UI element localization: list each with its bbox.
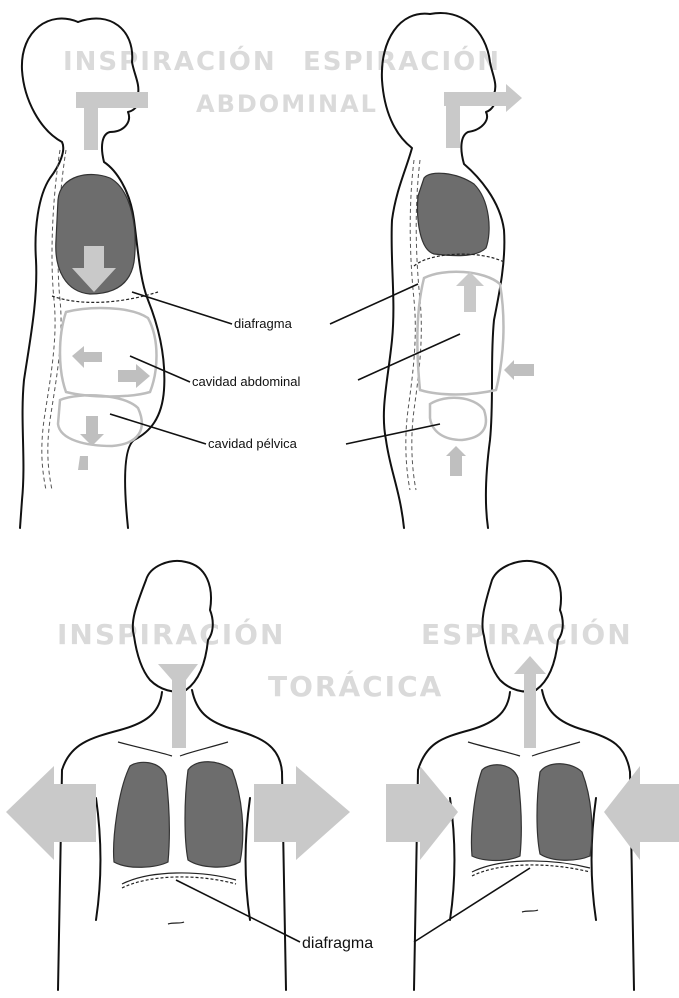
label-pelvic-cavity: cavidad pélvica — [208, 436, 298, 451]
arrow-down-icon — [78, 456, 88, 470]
bottom-leader-lines — [176, 868, 530, 942]
bottom-subtitle-thoracic: TORÁCICA — [268, 669, 443, 703]
arrow-left-icon — [6, 766, 96, 860]
arrow-down-icon — [76, 92, 148, 150]
bottom-title-inspiration: INSPIRACIÓN — [57, 617, 285, 651]
top-title-inspiration: INSPIRACIÓN — [63, 45, 277, 77]
top-leader-lines — [110, 284, 460, 444]
abdominal-section: INSPIRACIÓN ESPIRACIÓN ABDOMINAL — [20, 13, 534, 528]
side-figure-expiration — [382, 13, 534, 528]
label-abdominal-cavity: cavidad abdominal — [192, 374, 301, 389]
top-title-expiration: ESPIRACIÓN — [303, 45, 501, 77]
arrow-right-icon — [118, 364, 150, 388]
arrow-right-icon — [254, 766, 350, 860]
arrow-right-icon — [386, 766, 458, 860]
arrow-up-icon — [514, 656, 546, 748]
side-figure-inspiration — [20, 18, 164, 528]
arrow-left-icon — [504, 360, 534, 380]
label-diaphragm-bottom: diafragma — [302, 935, 373, 952]
thoracic-section: INSPIRACIÓN ESPIRACIÓN TORÁCICA — [6, 561, 679, 990]
arrow-down-icon — [80, 416, 104, 446]
arrow-up-icon — [444, 84, 522, 148]
arrow-up-icon — [456, 272, 484, 312]
arrow-down-icon — [158, 664, 198, 748]
top-subtitle-abdominal: ABDOMINAL — [196, 90, 378, 118]
label-diaphragm-top: diafragma — [234, 316, 293, 331]
bottom-title-expiration: ESPIRACIÓN — [421, 617, 633, 651]
arrow-left-icon — [72, 346, 102, 368]
arrow-left-icon — [604, 766, 679, 860]
arrow-up-icon — [446, 446, 466, 476]
